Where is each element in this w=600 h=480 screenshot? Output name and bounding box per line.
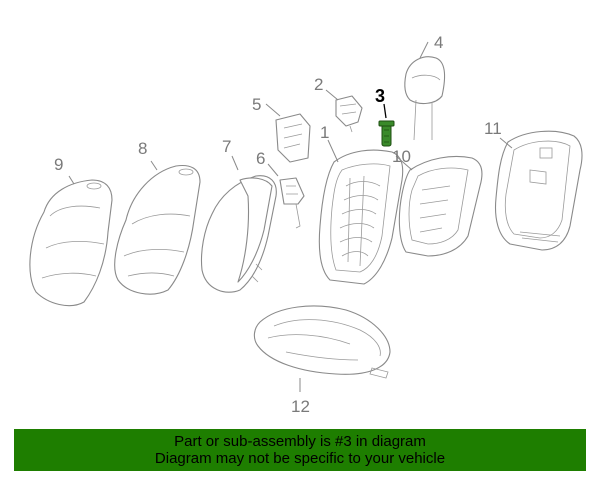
part-1-seat-back-frame[interactable] [318, 149, 404, 285]
part-9-seat-cover[interactable] [29, 179, 113, 307]
part-3-guide-sleeve[interactable] [378, 120, 395, 147]
callout-7: 7 [222, 137, 231, 156]
part-11-rear-trim-panel[interactable] [494, 130, 583, 251]
callout-11: 11 [484, 119, 502, 138]
part-5-plate[interactable] [275, 113, 311, 163]
part-8-cushion-cover[interactable] [114, 164, 201, 295]
callout-4: 4 [434, 33, 443, 52]
callout-10: 10 [392, 147, 411, 166]
seat-parts-diagram: 9 8 7 6 5 2 4 [29, 33, 583, 416]
callout-12: 12 [291, 397, 310, 416]
part-6-bracket[interactable] [279, 177, 305, 229]
part-7-seat-back-pad[interactable] [200, 175, 277, 293]
callout-3: 3 [375, 86, 385, 106]
part-10-back-panel[interactable] [398, 155, 483, 257]
banner-line-2: Diagram may not be specific to your vehi… [154, 450, 446, 467]
banner-line-1: Part or sub-assembly is #3 in diagram [174, 433, 426, 450]
callout-8: 8 [138, 139, 147, 158]
part-4-headrest[interactable] [404, 56, 446, 141]
callout-2: 2 [314, 75, 323, 94]
callout-6: 6 [256, 149, 265, 168]
part-12-seat-cushion[interactable] [253, 305, 391, 379]
info-banner: Part or sub-assembly is #3 in diagram Di… [14, 429, 586, 471]
callout-5: 5 [252, 95, 261, 114]
callout-9: 9 [54, 155, 63, 174]
part-2-latch[interactable] [335, 95, 363, 133]
callout-1: 1 [320, 123, 329, 142]
